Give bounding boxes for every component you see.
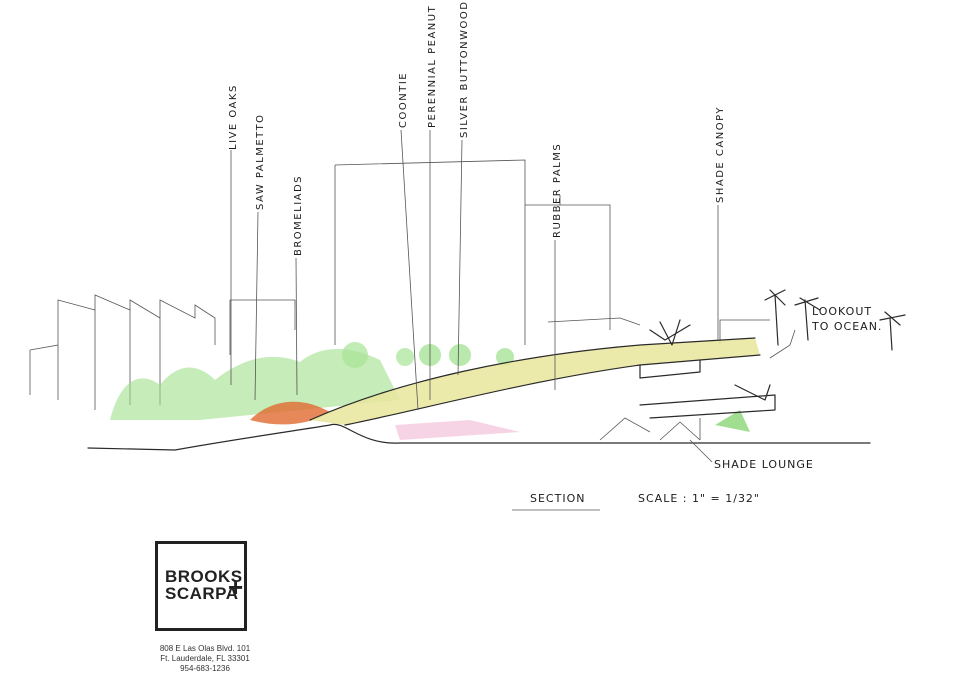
background-buildings xyxy=(29,159,770,410)
under-structure xyxy=(599,417,701,441)
label-silver-buttonwoods: SILVER BUTTONWOODS xyxy=(459,0,470,138)
logo-frame xyxy=(155,541,247,631)
label-live-oaks: LIVE OAKS xyxy=(228,84,239,150)
label-coontie: COONTIE xyxy=(398,72,409,128)
label-lookout-line2: TO OCEAN. xyxy=(811,320,882,333)
caption-scale: SCALE : 1" = 1/32" xyxy=(638,492,760,505)
label-shade-lounge: SHADE LOUNGE xyxy=(714,458,814,471)
label-perennial-peanut: PERENNIAL PEANUT xyxy=(427,5,438,128)
address-line3: 954-683-1236 xyxy=(180,664,230,673)
caption-title: SECTION xyxy=(530,492,585,505)
address-line1: 808 E Las Olas Blvd. 101 xyxy=(159,644,251,653)
label-rubber-palms: RUBBER PALMS xyxy=(552,143,563,238)
address-line2: Ft. Lauderdale, FL 33301 xyxy=(160,654,250,663)
logo-wordmark: BROOKS SCARPA xyxy=(165,568,243,602)
palm-trees xyxy=(649,289,906,351)
label-lookout-line1: LOOKOUT xyxy=(812,305,872,318)
vegetation xyxy=(110,342,750,440)
address-block: 808 E Las Olas Blvd. 101 Ft. Lauderdale,… xyxy=(140,644,270,674)
logo-line2: SCARPA xyxy=(165,584,239,603)
label-shade-canopy: SHADE CANOPY xyxy=(715,106,726,203)
logo-plus-icon: + xyxy=(228,572,244,602)
landform-ramp xyxy=(309,337,776,426)
label-bromeliads: BROMELIADS xyxy=(293,175,304,256)
logo-line1: BROOKS xyxy=(165,567,243,586)
ground-line xyxy=(87,423,871,451)
label-saw-palmetto: SAW PALMETTO xyxy=(255,113,266,210)
leader-lines xyxy=(230,129,796,463)
